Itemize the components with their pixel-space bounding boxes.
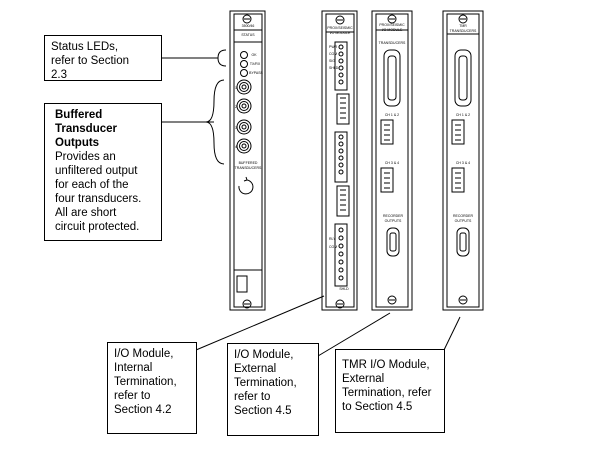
tmr-outputs: OUTPUTS [455, 219, 472, 223]
io-internal-label-rly: RLY [329, 237, 336, 241]
io-external-line-2: External [234, 363, 277, 375]
io-internal-title-2: I/O MODULE [330, 31, 351, 35]
io-internal-line-5: Section 4.2 [114, 404, 172, 416]
buffered-label: BUFFERED [239, 161, 258, 165]
channel-num-1: 1 [235, 86, 237, 90]
io-internal-line-2: Internal [114, 362, 153, 374]
tmr-io-line-3: Termination, refer [342, 387, 432, 399]
buffered-body-4: four transducers. [55, 193, 142, 205]
tmr-title-2: TRANSDUCERS [450, 29, 477, 33]
channel-num-3: 3 [235, 126, 237, 130]
bnc-connector-2 [236, 98, 252, 114]
led-ok-label: OK [251, 53, 257, 57]
io-external-line-5: Section 4.5 [234, 405, 292, 417]
tmr-ch34: CH 3 & 4 [456, 161, 470, 165]
io-external-line-1: I/O Module, [234, 349, 294, 361]
io-external-outputs: OUTPUTS [385, 219, 402, 223]
io-internal-label-shld: SHLD [329, 66, 339, 70]
callout-buffered-outputs: Buffered Transducer Outputs Provides an … [44, 103, 162, 241]
callout-io-internal: I/O Module, Internal Termination, refer … [107, 342, 197, 434]
buffered-body-2: unfiltered output [55, 165, 138, 177]
bnc-connector-3 [236, 119, 252, 135]
bnc-connector-4 [236, 138, 252, 154]
led-bypass-label: BYPASS [249, 71, 263, 75]
io-internal-label-sig: SIG [329, 59, 335, 63]
bnc-connector-1 [236, 79, 252, 95]
io-internal-label-com2: COM [329, 245, 337, 249]
buffered-body-3: for each of the [55, 179, 129, 191]
status-leds-line-2: refer to Section [51, 55, 129, 67]
io-external-title-1: PROX/SEISMIC [379, 23, 405, 27]
buffered-body-5: All are short [55, 207, 117, 219]
io-external-line-3: Termination, [234, 377, 297, 389]
io-internal-label-shld2: SHLD [339, 287, 349, 291]
buffered-title-2: Transducer [55, 123, 117, 135]
buffered-body-1: Provides an [55, 151, 116, 163]
io-internal-line-4: refer to [114, 390, 151, 402]
tmr-io-line-1: TMR I/O Module, [342, 359, 430, 371]
terminal-screws-1 [338, 44, 344, 85]
callout-io-external: I/O Module, External Termination, refer … [227, 343, 319, 436]
tmr-ch12: CH 1 & 2 [456, 113, 470, 117]
io-internal-title-1: PROX/SEISMIC [327, 26, 353, 30]
tmr-recorder: RECORDER [453, 214, 474, 218]
monitor-status-label: STATUS [241, 33, 255, 37]
monitor-module [229, 10, 266, 311]
tmr-io-line-4: to Section 4.5 [342, 401, 413, 413]
tmr-title-1: TMR [459, 24, 467, 28]
tmr-io-module [442, 10, 484, 311]
status-leds-line-3: 2.3 [51, 69, 67, 81]
io-external-transducers: TRANSDUCERS [379, 41, 406, 45]
io-external-recorder: RECORDER [383, 214, 404, 218]
io-external-title-2: I/O MODULE [382, 28, 403, 32]
io-external-ch34: CH 3 & 4 [385, 161, 399, 165]
led-txrx-label: TX/RX [250, 62, 261, 66]
status-leds-line-1: Status LEDs, [51, 41, 119, 53]
buffered-body-6: circuit protected. [55, 221, 140, 233]
io-internal-module [321, 10, 358, 311]
channel-num-2: 2 [235, 105, 237, 109]
channel-num-4: 4 [235, 145, 237, 149]
io-internal-label-com: COM [329, 52, 337, 56]
io-external-ch12: CH 1 & 2 [385, 113, 399, 117]
monitor-model-label: 3500/46 [242, 24, 255, 28]
terminal-screws-3 [338, 227, 344, 281]
callout-status-leds: Status LEDs, refer to Section 2.3 [44, 35, 162, 81]
io-internal-line-1: I/O Module, [114, 348, 174, 360]
tmr-io-line-2: External [342, 373, 385, 385]
terminal-screws-2 [338, 134, 344, 175]
io-internal-label-pwr: PWR [329, 45, 338, 49]
buffered-title-1: Buffered [55, 109, 103, 121]
io-external-line-4: refer to [234, 391, 271, 403]
io-external-module [371, 10, 413, 311]
transducers-label: TRANSDUCERS [235, 166, 262, 170]
io-internal-line-3: Termination, [114, 376, 177, 388]
buffered-title-3: Outputs [55, 137, 100, 149]
callout-tmr-io: TMR I/O Module, External Termination, re… [335, 349, 445, 433]
leader-lines [162, 49, 461, 357]
